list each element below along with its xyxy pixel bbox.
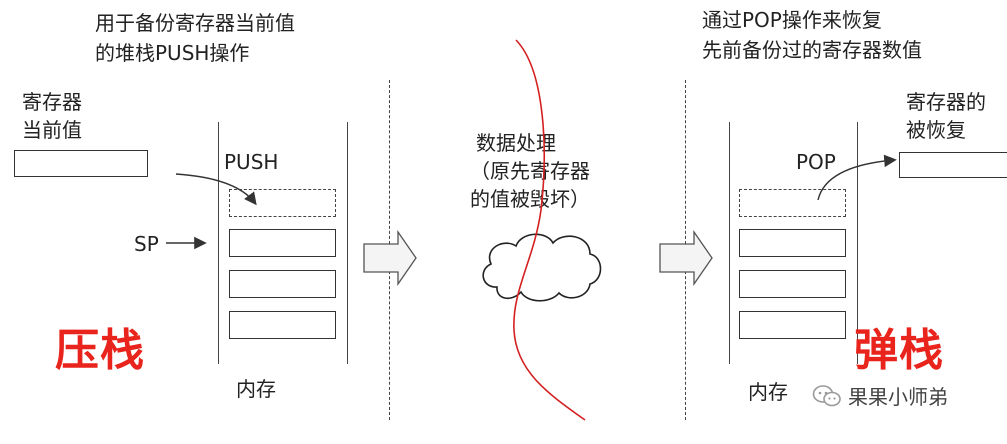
register-label-line2: 当前值 [22, 118, 82, 142]
pop-arrow [817, 154, 897, 201]
stack-left-wall [218, 122, 219, 364]
pop-caption-line1: 通过POP操作来恢复 [702, 8, 882, 32]
pop-stack-right-wall [857, 122, 858, 364]
stack-slot-3 [229, 311, 336, 339]
right-memory-label: 内存 [748, 380, 788, 404]
stack-slot-2 [229, 270, 336, 298]
register-label-line1: 寄存器 [22, 90, 82, 114]
restored-label-line2: 被恢复 [906, 118, 966, 142]
watermark-text: 果果小师弟 [848, 385, 948, 409]
popped-slot-dashed [739, 189, 846, 217]
push-caption-line2: 的堆栈PUSH操作 [95, 41, 250, 65]
push-label: PUSH [224, 150, 279, 174]
block-arrow-right [659, 229, 713, 287]
pop-title: 弹栈 [854, 325, 944, 376]
restored-label-line1: 寄存器的 [906, 90, 986, 114]
block-arrow-left [363, 229, 417, 287]
processing-line3: 的值被毁坏） [470, 187, 590, 211]
pop-stack-slot-1 [739, 229, 846, 257]
pop-stack-left-wall [729, 122, 730, 364]
watermark: 果果小师弟 [812, 381, 948, 410]
restored-register-box [899, 152, 1007, 178]
current-register-box [14, 150, 148, 177]
red-wavy-line [513, 39, 586, 421]
processing-line2: （原先寄存器 [470, 159, 590, 183]
pop-stack-slot-2 [739, 270, 846, 298]
stack-right-wall [347, 122, 348, 364]
left-memory-label: 内存 [236, 377, 276, 401]
wechat-icon [812, 384, 841, 406]
push-title: 压栈 [55, 325, 145, 376]
push-arrow [175, 173, 257, 206]
push-caption-line1: 用于备份寄存器当前值 [95, 11, 295, 35]
pop-label: POP [796, 150, 836, 174]
pop-caption-line2: 先前备份过的寄存器数值 [702, 38, 922, 62]
sp-label: SP [134, 232, 159, 256]
cloud-icon [482, 233, 602, 302]
pushed-slot-dashed [229, 189, 336, 217]
processing-line1: 数据处理 [476, 131, 556, 155]
stack-slot-1 [229, 229, 336, 257]
pop-stack-slot-3 [739, 311, 846, 339]
